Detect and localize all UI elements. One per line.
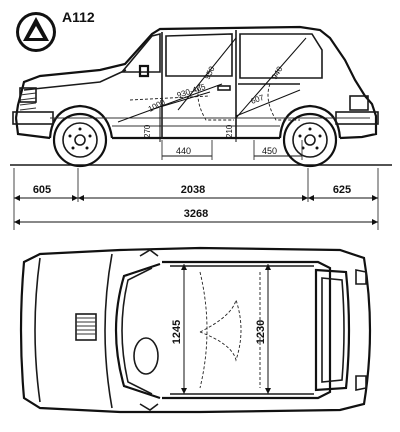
model-title: A112 [62, 9, 95, 25]
autobianchi-logo [16, 12, 56, 52]
dim-overall-length: 3268 [184, 208, 208, 220]
dim-rear-overhang: 625 [333, 184, 351, 196]
side-view: 440 450 270 210 1000 930-465 950 940 607 [10, 25, 392, 168]
length-dimensions: 605 2038 625 3268 [13, 168, 379, 230]
dim-rear-floor: 450 [262, 146, 277, 156]
dim-front-overhang: 605 [33, 184, 51, 196]
rear-wheel [282, 112, 338, 168]
dim-b-pillar-diag: 950 [203, 64, 217, 80]
dim-rear-height: 210 [225, 124, 234, 138]
dim-rear-diag: 607 [250, 93, 266, 106]
top-view: 1245 1230 [19, 246, 372, 414]
dim-front-diag: 1000 [147, 97, 167, 114]
dim-front-height: 270 [143, 124, 152, 138]
dim-front-width: 1245 [171, 320, 183, 344]
front-wheel [52, 112, 108, 168]
dim-seat-floor: 440 [176, 146, 191, 156]
dim-wheelbase: 2038 [181, 184, 205, 196]
dim-rear-width: 1230 [255, 320, 267, 344]
